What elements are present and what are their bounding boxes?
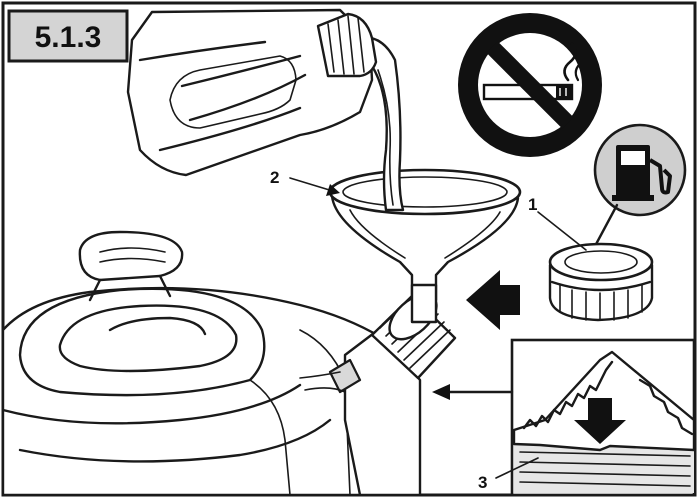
container-edge-1 [138,40,302,152]
engine-assembly [1,230,457,497]
arrow-down-icon [574,398,626,444]
funnel [328,168,522,324]
figure-number-badge: 5.1.3 [7,9,129,63]
funnel-spout [410,283,438,324]
container-panel [169,55,297,129]
rocker-cover-inner [58,304,238,373]
funnel-rim-inner [342,176,508,208]
callout-2-label: 2 [270,168,279,187]
filler-tube-edge [299,371,346,393]
oil-stream-line [377,69,394,206]
rocker-cover-top [108,316,207,336]
filler-tube-shade [328,358,362,394]
fuel-pump-icon [593,123,687,217]
rocker-cover [18,287,266,397]
no-smoking-sign-icon [458,13,602,157]
engine-contour-2 [18,418,332,463]
figure-number-text: 5.1.3 [35,21,102,54]
engine-contour-4 [249,379,291,496]
callout-2-head [326,184,340,196]
callout-3-label: 3 [478,473,487,492]
breather-cap [78,230,184,282]
oil-container [126,8,378,177]
fuel-badge-pointer [592,203,619,250]
engine-contour-1 [1,383,302,425]
breather-neck [88,274,172,302]
oil-filler-cap [548,242,654,322]
spout-ribs [327,15,365,75]
arrow-left-icon [466,270,520,330]
callout-3-leader [495,457,539,479]
funnel-shading [349,209,501,259]
oil-level-inset [510,338,696,497]
inset-pointer-head [432,384,450,400]
callout-1-label: 1 [528,195,537,214]
breather-ribs [99,247,166,263]
callout-1-leader [537,211,587,251]
